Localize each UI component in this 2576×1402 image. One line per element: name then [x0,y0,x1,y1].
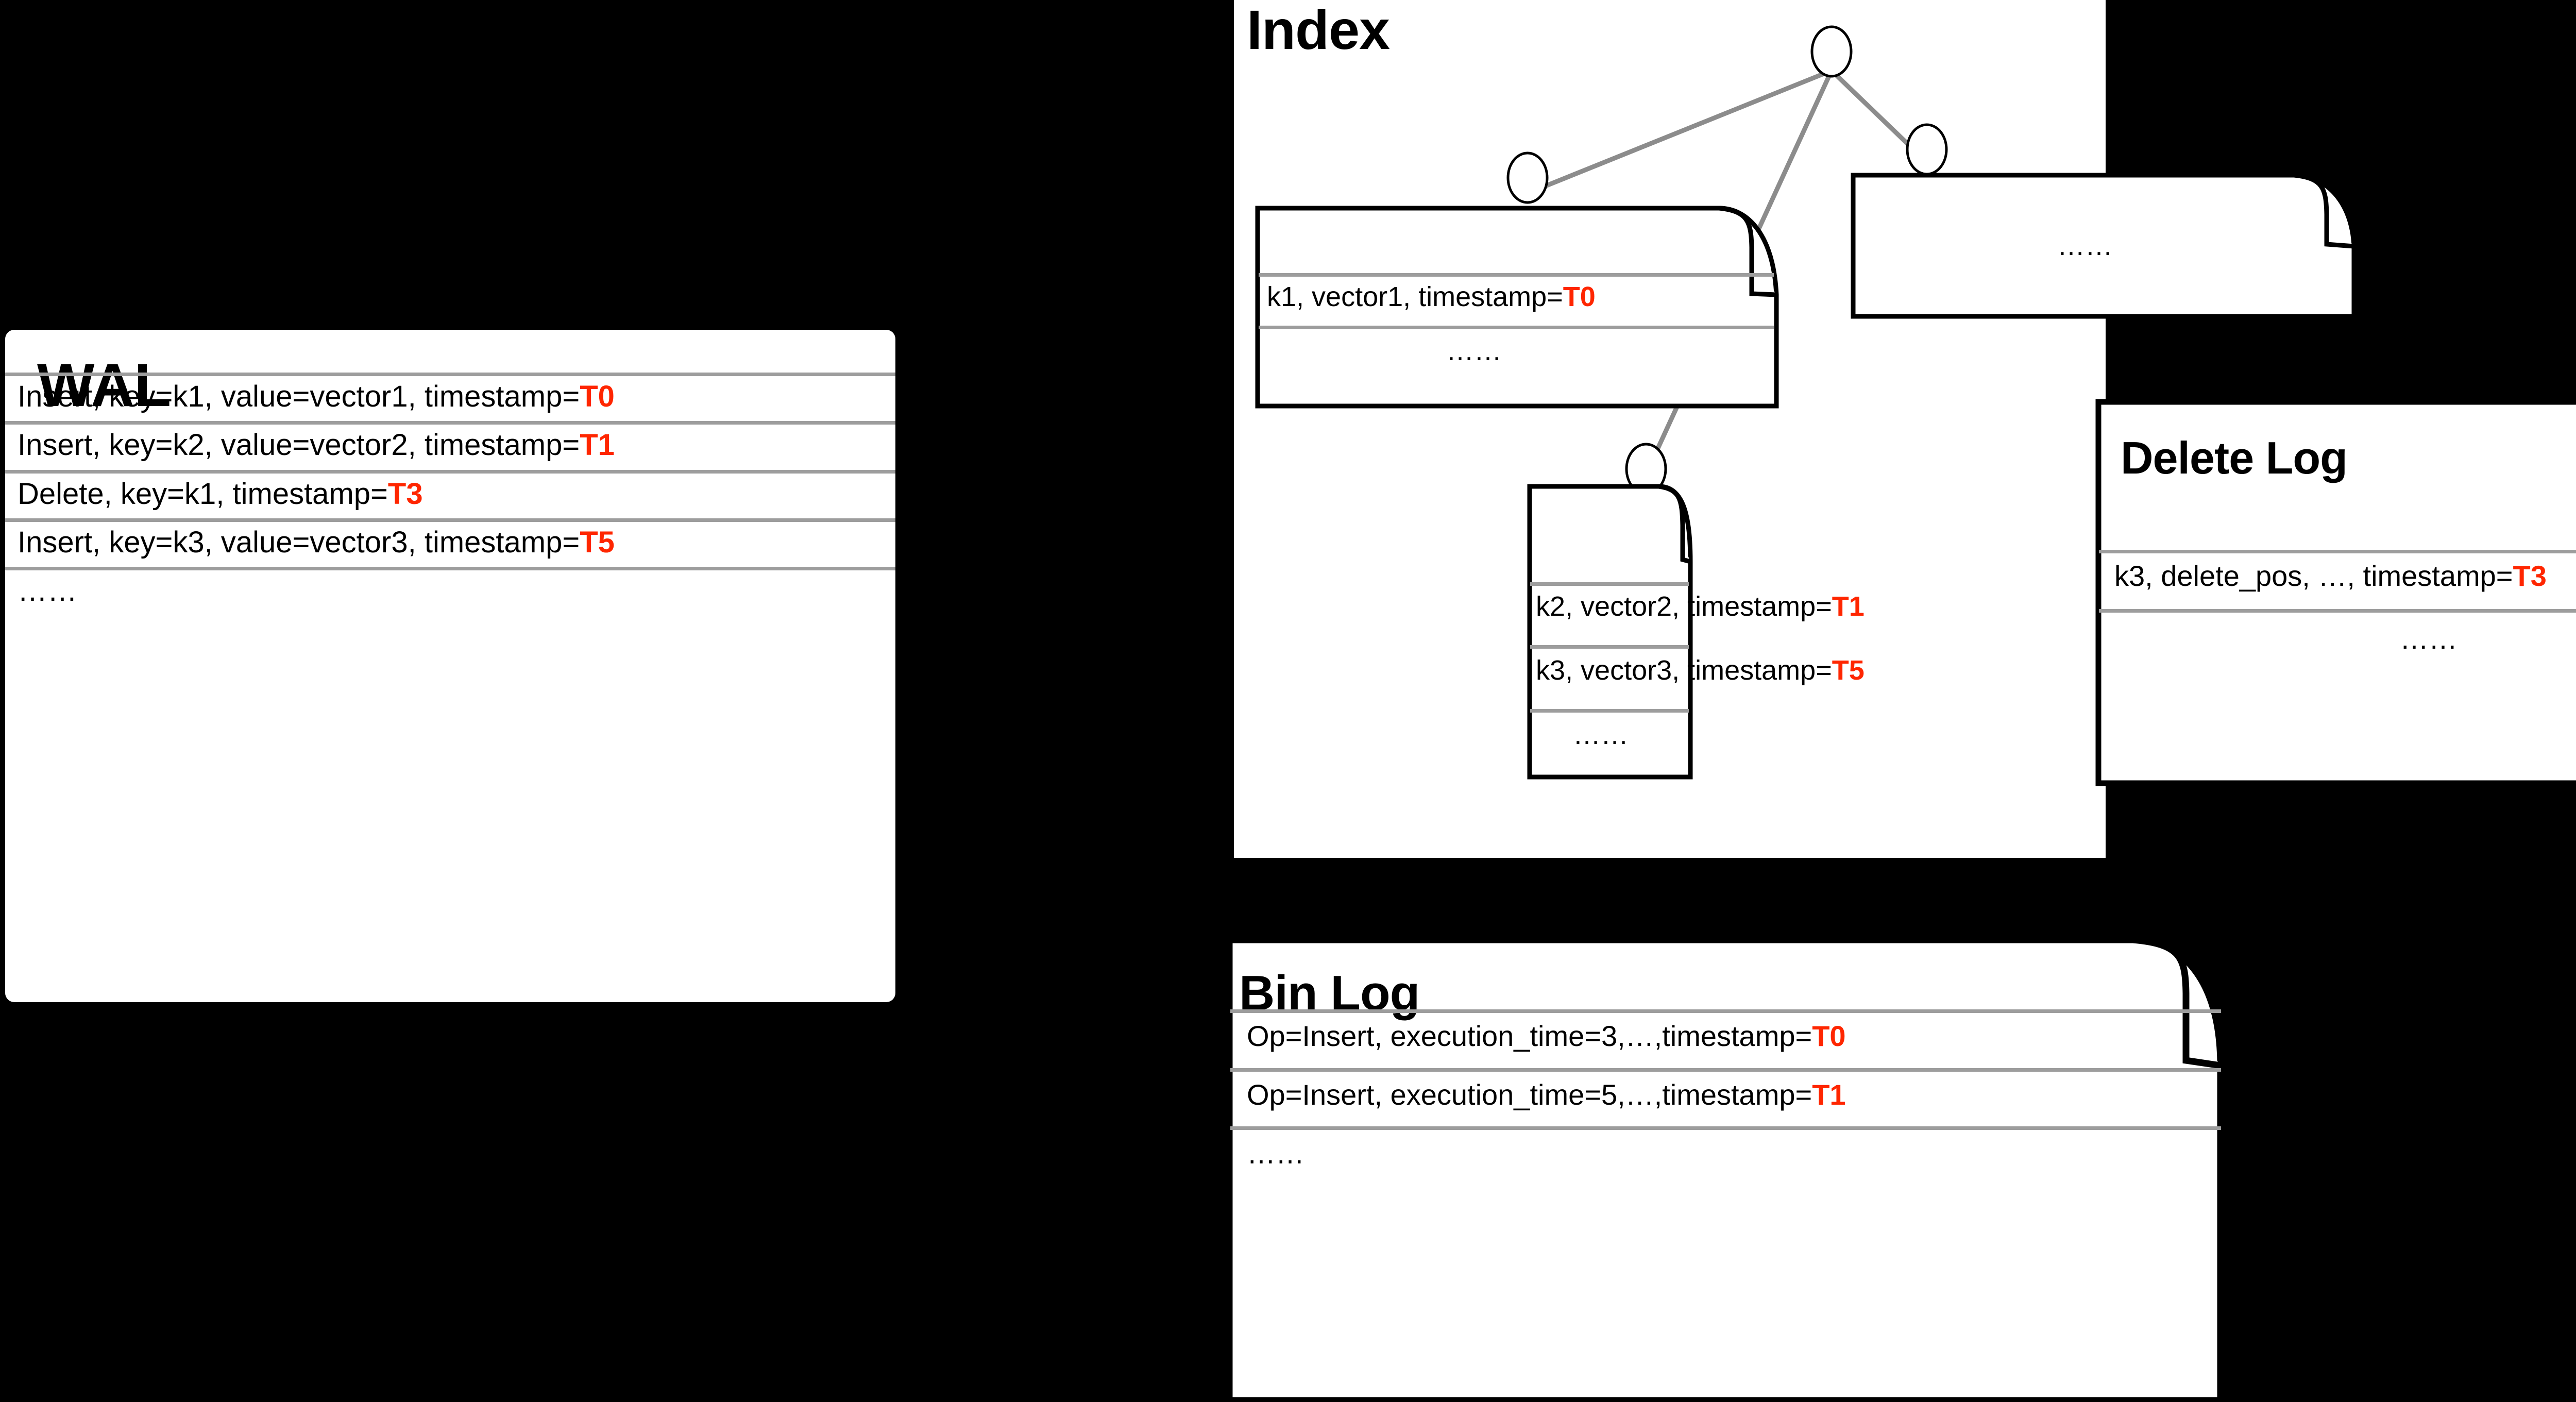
wal-row-text: Insert, key=k3, value=vector3, timestamp… [18,526,580,559]
wal-more: …… [18,574,77,607]
segment-more: …… [1573,719,1629,750]
segment-row-text: k1, vector1, timestamp= [1267,281,1563,312]
tree-node-root [1810,25,1853,78]
wal-row-timestamp: T5 [580,526,615,559]
wal-row-timestamp: T0 [580,380,615,413]
delete-log-row-text: k3, delete_pos, …, timestamp= [2114,560,2513,592]
bin-log-title: Bin Log [1239,966,1420,1021]
wal-separator [5,421,895,425]
segment-row-timestamp: T5 [1832,655,1865,686]
bin-log-row-text: Op=Insert, execution_time=3,…,timestamp= [1247,1020,1812,1052]
index-segment-k1: k1, vector1, timestamp=T0 …… [1255,206,1779,409]
wal-row: Delete, key=k1, timestamp=T3 [18,477,423,511]
wal-separator [5,518,895,522]
bin-log-row-timestamp: T1 [1812,1078,1846,1111]
wal-row-timestamp: T1 [580,428,615,462]
document-shape [1527,484,1693,780]
wal-separator [5,567,895,570]
bin-log-separator [1230,1068,2221,1072]
document-shape [1226,936,2224,1402]
wal-title: WAL [37,351,171,419]
segment-row-timestamp: T0 [1563,281,1596,312]
segment-row-timestamp: T1 [1832,591,1865,622]
index-title: Index [1247,0,1390,61]
segment-row: k3, vector3, timestamp=T5 [1536,654,1865,686]
bin-log-row-text: Op=Insert, execution_time=5,…,timestamp= [1247,1078,1812,1111]
delete-log-title: Delete Log [2121,432,2348,483]
wal-row-text: Insert, key=k1, value=vector1, timestamp… [18,380,580,413]
wal-row: Insert, key=k3, value=vector3, timestamp… [18,525,615,560]
bin-log-separator [1230,1009,2221,1013]
wal-row: Insert, key=k1, value=vector1, timestamp… [18,379,615,414]
document-shape [1851,173,2357,319]
delete-log-row-timestamp: T3 [2513,560,2547,592]
bin-log-row: Op=Insert, execution_time=3,…,timestamp=… [1247,1019,1846,1053]
delete-log-more: …… [2400,622,2458,655]
tree-edge-root-right [1829,69,1929,164]
wal-row: Insert, key=k2, value=vector2, timestamp… [18,428,615,462]
segment-separator [1530,709,1689,713]
wal-separator [5,470,895,474]
wal-panel: WAL Insert, key=k1, value=vector1, times… [5,330,895,1002]
wal-separator [5,373,895,376]
bin-log-row-timestamp: T0 [1812,1020,1846,1052]
delete-log-row: k3, delete_pos, …, timestamp=T3 [2114,559,2547,593]
segment-separator [1530,582,1689,586]
delete-log-separator [2099,550,2576,553]
delete-log-separator [2099,609,2576,613]
bin-log-more: …… [1247,1137,1304,1170]
segment-separator [1259,326,1774,329]
tree-edge-root-left [1527,68,1833,196]
segment-row: k1, vector1, timestamp=T0 [1267,281,1596,313]
segment-more: …… [1446,335,1502,366]
bin-log-panel: Bin Log Op=Insert, execution_time=3,…,ti… [1226,936,2224,1402]
bin-log-row: Op=Insert, execution_time=5,…,timestamp=… [1247,1078,1846,1111]
document-shape [2095,399,2576,786]
segment-row-text: k2, vector2, timestamp= [1536,591,1832,622]
delete-log-panel: Delete Log k3, delete_pos, …, timestamp=… [2095,399,2576,786]
segment-separator [1259,273,1774,277]
index-panel: Index k1, ve [1234,0,2357,858]
wal-row-text: Insert, key=k2, value=vector2, timestamp… [18,428,580,462]
segment-separator [1530,645,1689,649]
segment-more: …… [2057,230,2113,261]
index-segment-k2-k3: k2, vector2, timestamp=T1 k3, vector3, t… [1527,484,1865,780]
segment-row: k2, vector2, timestamp=T1 [1536,590,1865,622]
wal-row-timestamp: T3 [387,477,423,511]
index-segment-empty: …… [1851,173,2357,319]
tree-node-right [1906,123,1948,176]
bin-log-separator [1230,1126,2221,1130]
tree-node-left [1506,151,1549,204]
segment-row-text: k3, vector3, timestamp= [1536,655,1832,686]
wal-row-text: Delete, key=k1, timestamp= [18,477,388,511]
